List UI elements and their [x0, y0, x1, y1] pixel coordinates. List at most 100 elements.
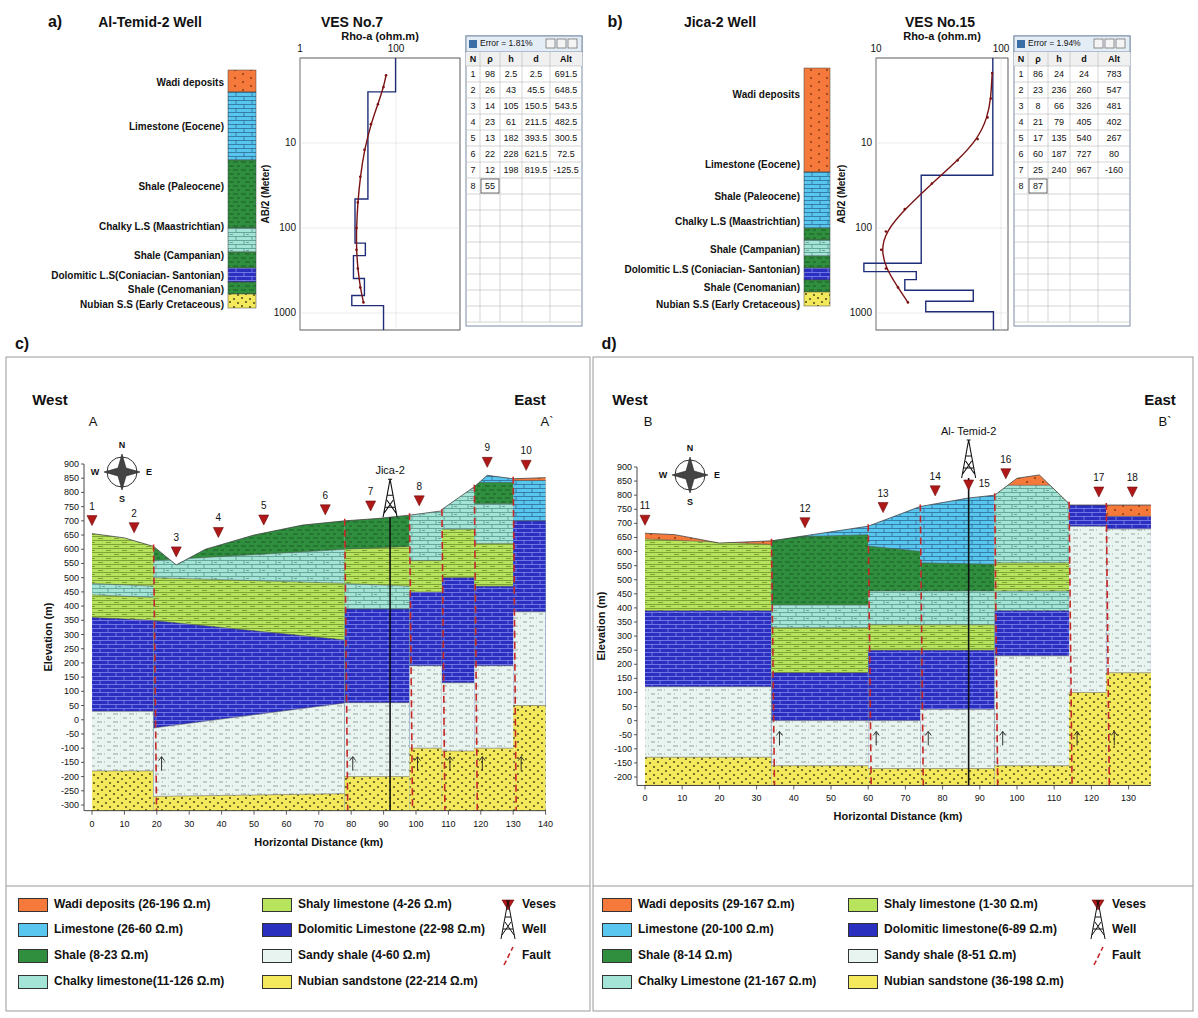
compass-letter: W [659, 470, 668, 480]
tick-label: 100 [993, 43, 1010, 55]
table-cell: 187 [1051, 149, 1066, 159]
data-point [986, 116, 989, 119]
data-point [355, 227, 358, 230]
well-name: Al-Temid-2 Well [98, 14, 202, 30]
table-rule [466, 82, 582, 83]
table-cell: 691.5 [555, 69, 578, 79]
tick-label: 0 [627, 715, 632, 725]
table-cell: 1 [470, 69, 475, 79]
ves-marker [878, 503, 888, 513]
panel-letter: d) [601, 335, 616, 353]
stratum [1067, 439, 1108, 788]
ves-number: 3 [173, 532, 179, 544]
fault-line [442, 509, 445, 811]
tick [634, 748, 637, 749]
table-cell: 402 [1106, 117, 1121, 127]
tick [634, 565, 637, 566]
legend-label: Chalky Limestone (21-167 Ω.m) [638, 975, 816, 989]
fault-arrow [479, 757, 485, 771]
direction-label: East [1144, 391, 1176, 408]
tick [351, 811, 352, 815]
table-rule [466, 194, 582, 195]
tick [416, 811, 417, 815]
tick [634, 523, 637, 524]
tick-label: 100 [617, 687, 632, 697]
fault-arrow [776, 731, 782, 745]
stratum [511, 612, 547, 813]
table-cell: 2.5 [530, 69, 543, 79]
data-point [991, 72, 994, 75]
table-cell: 80 [1109, 149, 1119, 159]
data-point [885, 230, 888, 233]
window-button [1116, 39, 1125, 48]
table-header: Alt [1108, 54, 1120, 64]
stratum [90, 711, 156, 812]
tick-label: 40 [789, 793, 799, 803]
legend-label: Nubian sandstone (22-214 Ω.m) [298, 975, 478, 989]
stratum-band [804, 68, 830, 172]
data-point [897, 286, 900, 289]
tick-label: -150 [61, 757, 79, 767]
ground-surface [771, 526, 868, 541]
stratum [993, 591, 1071, 787]
ves-number: 16 [1000, 454, 1011, 466]
stratum [152, 436, 347, 813]
tick [979, 785, 980, 789]
table-cell: 8 [1018, 181, 1023, 191]
stratum-name: Limestone (Eocene) [129, 121, 224, 133]
tick [1017, 785, 1018, 789]
fault-arrow [350, 757, 356, 771]
table-rule [466, 178, 582, 179]
stratum [993, 485, 1071, 787]
stratum [918, 650, 996, 787]
table-cell: -125.5 [553, 165, 579, 175]
table-cell: 60 [1033, 149, 1043, 159]
table-cell: 543.5 [555, 101, 578, 111]
table-cell: 540 [1076, 133, 1091, 143]
tick-label: 100 [279, 222, 296, 234]
well-bore [389, 517, 391, 810]
tick [634, 537, 637, 538]
ves-number: 14 [930, 471, 941, 483]
tick-label: -200 [614, 772, 632, 782]
stratum [643, 687, 773, 788]
table-cell: 621.5 [525, 149, 548, 159]
tick-label: 400 [64, 601, 79, 611]
stratum [152, 703, 347, 813]
stratum-name: Shale (Paleocene) [138, 181, 224, 193]
legend-label: Chalky limestone(11-126 Ω.m) [54, 975, 224, 989]
stratum [993, 611, 1071, 788]
stratum [472, 482, 515, 812]
fault-block [408, 436, 444, 813]
compass-letter: S [687, 497, 693, 507]
data-point [370, 123, 373, 126]
fault-line [920, 504, 923, 785]
well-symbol [501, 901, 515, 939]
tick [634, 481, 637, 482]
stratum-band [804, 240, 830, 256]
tick [868, 785, 869, 789]
axis-title: Horizontal Distance (km) [833, 810, 962, 823]
tick-label: 0 [74, 715, 79, 725]
plot-frame [876, 58, 1008, 330]
stratum [152, 578, 347, 813]
tick-label: 700 [64, 516, 79, 526]
table-cell: 150.5 [525, 101, 548, 111]
header-row [466, 52, 582, 66]
stratum-name: Chalky L.S (Maastrichtian) [675, 216, 800, 228]
panel-letter: b) [607, 13, 622, 31]
table-cell: 2.5 [505, 69, 518, 79]
legend-label: Veses [1112, 898, 1146, 912]
tick [634, 720, 637, 721]
tick-label: 10 [285, 137, 296, 149]
data-point [377, 103, 380, 106]
tick [81, 520, 84, 521]
tick-label: 100 [1009, 793, 1024, 803]
fault-block [90, 436, 156, 813]
table-rule [1014, 178, 1130, 179]
table-cell: 783 [1106, 69, 1121, 79]
stratum [343, 436, 412, 813]
ves-marker [171, 547, 181, 557]
fault-line [345, 519, 348, 811]
stratum [993, 439, 1071, 788]
